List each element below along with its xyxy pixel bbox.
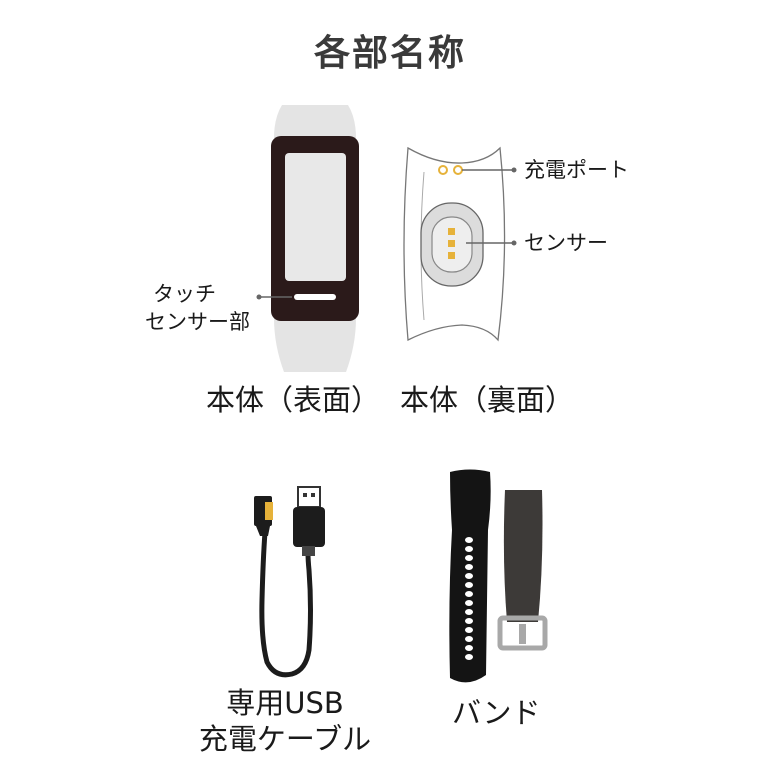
strap-hole (465, 564, 473, 570)
usb-cable (254, 486, 325, 678)
magnetic-connector-neck (256, 526, 270, 536)
touch-sensor-label-line1: タッチ (153, 282, 216, 306)
sensor-led-1 (448, 228, 455, 235)
charge-port-leader-dot (511, 167, 517, 173)
touch-sensor-label-line2-wrap: センサー部 (145, 309, 250, 335)
strap-hole (465, 573, 473, 579)
sensor-led-3 (448, 252, 455, 259)
front-caption: 本体（表面） (206, 383, 381, 417)
front-band-top (274, 105, 356, 138)
usb-plug-strain-relief (302, 546, 315, 556)
device-screen (285, 153, 346, 281)
strap-hole (465, 600, 473, 606)
device-front (256, 105, 359, 372)
sensor-label: センサー (524, 231, 608, 255)
strap-hole (465, 582, 473, 588)
front-band-bottom (274, 318, 356, 372)
usb-plug-metal (297, 486, 321, 508)
device-back (403, 146, 517, 342)
sensor-leader-dot (511, 240, 517, 246)
strap-hole (465, 645, 473, 651)
strap-hole (465, 654, 473, 660)
strap-hole (465, 609, 473, 615)
strap-hole (465, 636, 473, 642)
charge-port-right-icon (453, 165, 463, 175)
strap-hole (465, 618, 473, 624)
cable-caption-line2: 充電ケーブル (198, 722, 372, 756)
magnetic-connector-pins (265, 502, 273, 520)
strap-holes (465, 537, 473, 660)
cable-caption: 専用USB 充電ケーブル (180, 685, 390, 757)
usb-plug-slot-left (303, 493, 307, 497)
band-straps (449, 469, 548, 683)
back-caption: 本体（裏面） (400, 383, 575, 417)
strap-hole (465, 537, 473, 543)
charge-port-left-icon (438, 165, 448, 175)
touch-sensor-label-line2: センサー部 (145, 310, 250, 334)
strap-hole (465, 546, 473, 552)
touch-sensor-bar (294, 294, 336, 300)
sensor-led-2 (448, 240, 455, 247)
strap-short (503, 490, 543, 622)
usb-plug-slot-right (311, 493, 315, 497)
cable-wire (259, 529, 313, 678)
buckle-frame (497, 615, 548, 651)
charge-port-label: 充電ポート (524, 158, 629, 182)
touch-sensor-label: タッチ (153, 281, 216, 307)
strap-hole (465, 591, 473, 597)
buckle-prong (519, 624, 526, 644)
usb-plug-body (293, 507, 325, 547)
strap-hole (465, 627, 473, 633)
cable-caption-line1: 専用USB (226, 686, 344, 720)
strap-hole (465, 555, 473, 561)
band-caption: バンド (452, 696, 541, 730)
page-title: 各部名称 (313, 33, 466, 74)
